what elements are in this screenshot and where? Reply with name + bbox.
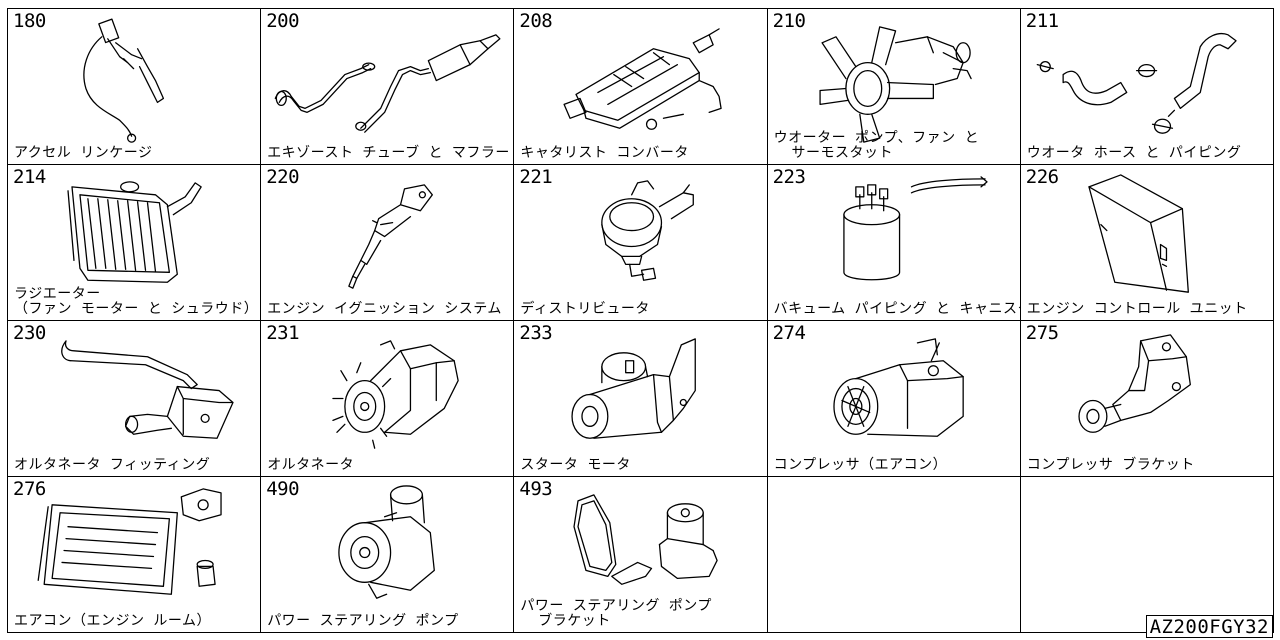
empty-cell	[767, 477, 1021, 633]
part-number: 226	[1025, 166, 1059, 188]
part-label: キャタリスト コンバータ	[520, 145, 689, 161]
part-label: スタータ モータ	[520, 457, 631, 473]
part-cell-230[interactable]: 230 オルタネータ フィッティング	[8, 321, 262, 477]
part-cell-223[interactable]: 223 バキューム パイピング と キャニスタ	[767, 165, 1021, 321]
compressor-bracket-icon	[1078, 334, 1191, 433]
part-label: コンプレッサ（エアコン）	[773, 457, 948, 473]
diagram-code: AZ200FGY32	[1145, 615, 1273, 638]
part-cell-214[interactable]: 214 ラジエーター （ファン モーター と シュラウド）	[8, 165, 262, 321]
radiator-icon	[67, 181, 202, 283]
part-number: 493	[519, 478, 553, 500]
part-label: オルタネータ フィッティング	[14, 457, 211, 473]
part-number: 276	[13, 478, 46, 500]
part-label: エンジン イグニッション システム	[267, 301, 502, 317]
control-unit-icon	[1088, 174, 1189, 293]
part-cell-231[interactable]: 231 オルタネータ	[261, 321, 515, 477]
part-cell-221[interactable]: 221 ディストリビュータ	[514, 165, 768, 321]
empty-cell	[1020, 477, 1274, 633]
part-number: 275	[1025, 322, 1059, 344]
part-label: ウオータ ホース と パイピング	[1026, 145, 1242, 161]
steering-pump-bracket-icon	[573, 494, 719, 585]
accelerator-linkage-icon	[83, 18, 165, 143]
catalytic-converter-icon	[563, 28, 723, 130]
vacuum-canister-icon	[842, 176, 988, 281]
part-cell-226[interactable]: 226 エンジン コントロール ユニット	[1020, 165, 1274, 321]
part-cell-210[interactable]: 210 ウオーター ポンプ、ファン と サーモスタット	[767, 9, 1021, 165]
part-label: ラジエーター （ファン モーター と シュラウド）	[14, 286, 259, 317]
part-label: ディストリビュータ	[520, 301, 650, 317]
water-pump-fan-icon	[819, 26, 972, 143]
part-cell-276[interactable]: 276 エアコン（エンジン ルーム）	[8, 477, 262, 633]
part-number: 231	[266, 322, 300, 344]
part-number: 208	[519, 10, 553, 32]
ignition-coil-icon	[348, 184, 434, 289]
part-cell-274[interactable]: 274 コンプレッサ（エアコン）	[767, 321, 1021, 477]
part-number: 200	[266, 10, 300, 32]
parts-index-grid: 180 アクセル リンケージ 200 エキゾースト チューブ と マフラー	[7, 8, 1274, 633]
part-number: 211	[1025, 10, 1059, 32]
part-cell-233[interactable]: 233 スタータ モータ	[514, 321, 768, 477]
part-number: 223	[772, 166, 806, 188]
part-number: 220	[266, 166, 300, 188]
part-label: エンジン コントロール ユニット	[1026, 301, 1248, 317]
exhaust-muffler-icon	[274, 34, 501, 133]
part-label: ウオーター ポンプ、ファン と サーモスタット	[773, 130, 980, 161]
ac-compressor-icon	[832, 338, 964, 437]
part-label: パワー ステアリング ポンプ	[267, 613, 459, 629]
starter-motor-icon	[571, 338, 697, 439]
part-label: オルタネータ	[267, 457, 355, 473]
part-number: 233	[519, 322, 553, 344]
alternator-icon	[332, 340, 459, 449]
distributor-icon	[601, 180, 695, 281]
part-label: パワー ステアリング ポンプ ブラケット	[520, 598, 712, 629]
part-number: 221	[519, 166, 553, 188]
part-label: エアコン（エンジン ルーム）	[14, 613, 212, 629]
part-cell-493[interactable]: 493 パワー ステアリング ポンプ ブラケット	[514, 477, 768, 633]
part-number: 490	[266, 478, 300, 500]
part-label: コンプレッサ ブラケット	[1026, 457, 1195, 473]
part-label: バキューム パイピング と キャニスタ	[773, 301, 1021, 317]
part-number: 180	[13, 10, 46, 32]
part-number: 214	[13, 166, 46, 188]
part-number: 274	[772, 322, 806, 344]
part-cell-200[interactable]: 200 エキゾースト チューブ と マフラー	[261, 9, 515, 165]
part-cell-180[interactable]: 180 アクセル リンケージ	[8, 9, 262, 165]
part-cell-208[interactable]: 208 キャタリスト コンバータ	[514, 9, 768, 165]
part-cell-220[interactable]: 220 エンジン イグニッション システム	[261, 165, 515, 321]
part-cell-490[interactable]: 490 パワー ステアリング ポンプ	[261, 477, 515, 633]
water-hose-icon	[1036, 32, 1237, 134]
part-cell-275[interactable]: 275 コンプレッサ ブラケット	[1020, 321, 1274, 477]
power-steering-pump-icon	[338, 485, 436, 599]
ac-condenser-icon	[37, 488, 222, 595]
part-number: 230	[13, 322, 46, 344]
part-cell-211[interactable]: 211 ウオータ ホース と パイピング	[1020, 9, 1274, 165]
part-label: エキゾースト チューブ と マフラー	[267, 145, 510, 161]
part-number: 210	[772, 10, 806, 32]
alternator-bracket-icon	[61, 340, 234, 439]
part-label: アクセル リンケージ	[14, 145, 153, 161]
